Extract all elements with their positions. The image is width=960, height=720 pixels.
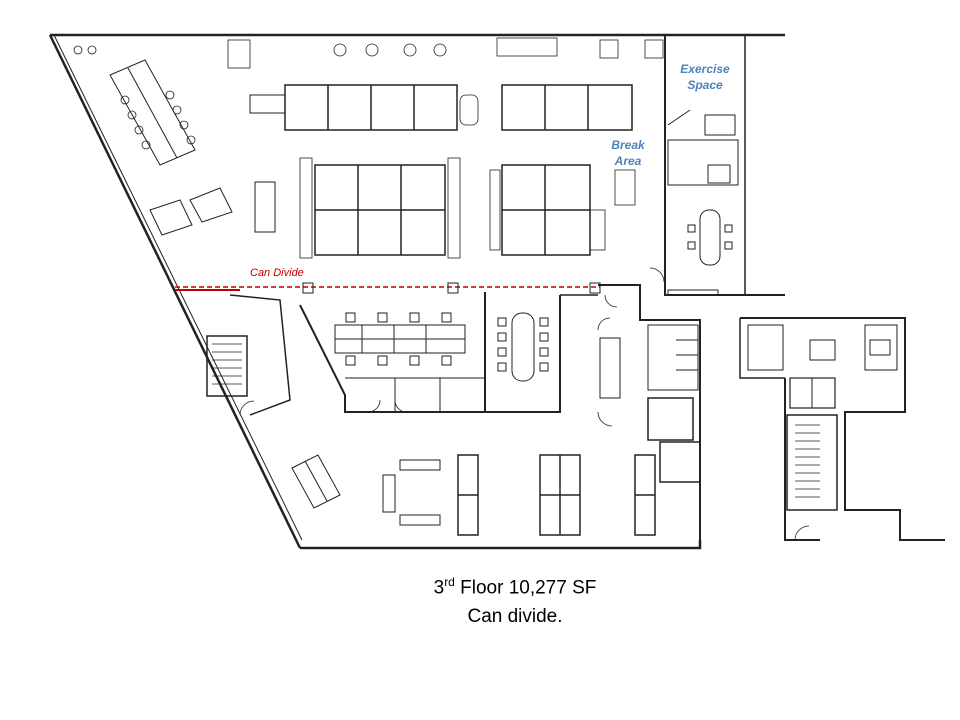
exterior-wall <box>48 34 302 549</box>
cubicle-cluster <box>284 84 633 131</box>
corridor-wall <box>299 295 561 413</box>
exercise-space-label: Exercise Space <box>670 61 740 93</box>
break-label-line1: Break <box>611 138 645 152</box>
core-wall <box>739 318 785 379</box>
divide-caption: Can divide. <box>467 606 563 627</box>
service-core <box>598 284 701 540</box>
stair-core <box>786 414 838 511</box>
core-wall <box>784 378 820 541</box>
stair-left <box>206 335 248 397</box>
break-area-label: Break Area <box>603 137 653 169</box>
floor-number: 3 <box>433 577 445 599</box>
floor-area: Floor 10,277 SF <box>454 577 597 599</box>
break-label-line2: Area <box>614 154 642 168</box>
conference-table <box>511 312 535 382</box>
floor-plan-drawing <box>48 33 945 550</box>
exercise-label-line1: Exercise <box>680 62 730 76</box>
exercise-label-line2: Space <box>687 78 723 92</box>
core-wall <box>740 317 945 541</box>
exterior-wall <box>300 540 702 550</box>
can-divide-label: Can Divide <box>250 267 304 279</box>
floor-caption: 3rd Floor 10,277 SF <box>0 575 960 599</box>
lounge-sofa <box>399 459 441 471</box>
floor-suffix: rd <box>444 575 455 589</box>
